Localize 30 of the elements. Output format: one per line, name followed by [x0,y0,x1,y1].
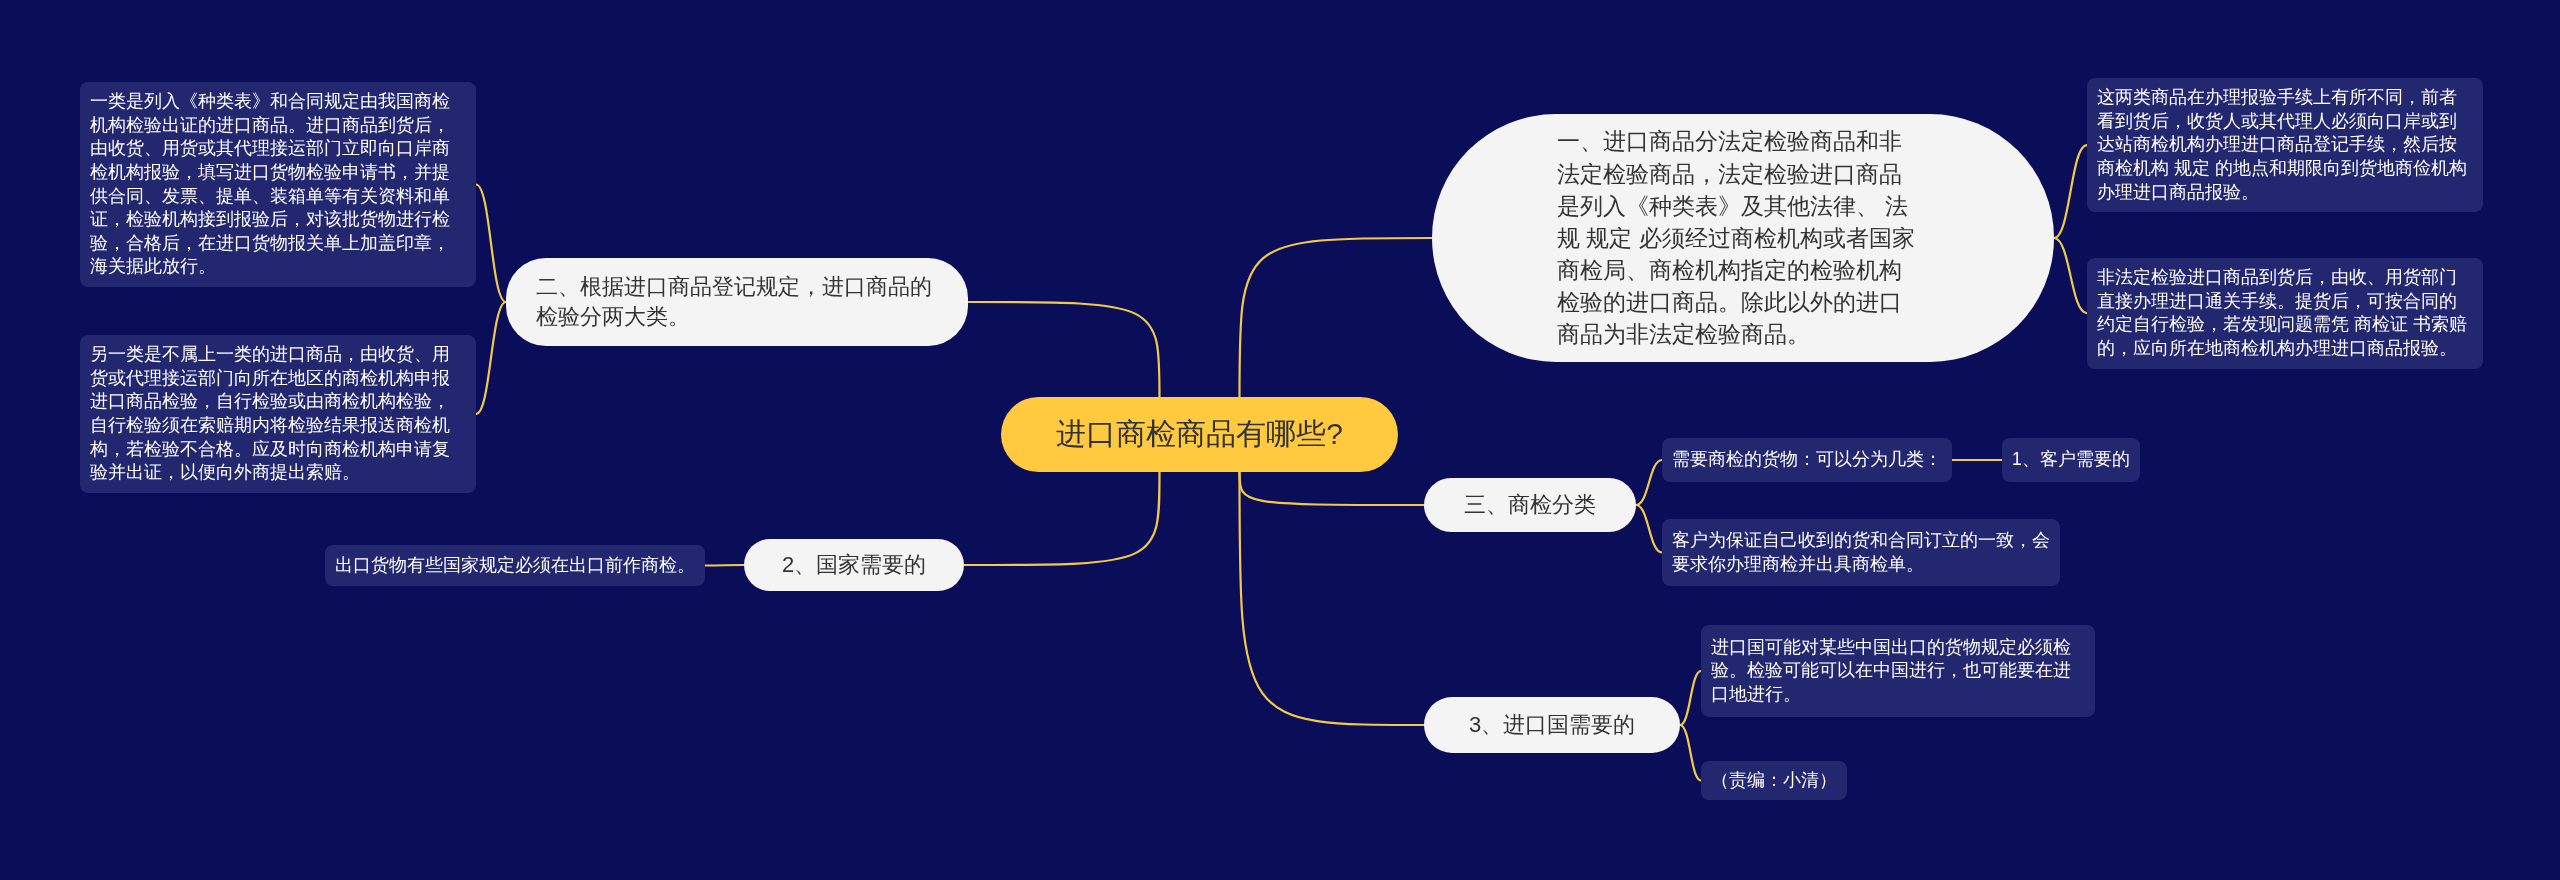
topic-pill: 3、进口国需要的 [1424,697,1680,753]
note-card: 这两类商品在办理报验手续上有所不同，前者看到货后，收货人或其代理人必须向口岸或到达站商检机构办理进口商品登记手续，然后按商检机构 规定 的地点和期限向到货地商俭机构办理进口商品报验。 [2087,78,2483,213]
connector-line [475,301,507,415]
topic-pill: 一、进口商品分法定检验商品和非法定检验商品，法定检验进口商品是列入《种类表》及其他法律、 法规 规定 必须经过商检机构或者国家商检局、商检机构指定的检验机构检验的进口商品。除此以外的进口商品为非法定检验商品。 [1432,114,2054,362]
topic-pill: 二、根据进口商品登记规定，进口商品的检验分两大类。 [506,258,968,346]
connector-line [1238,472,1424,727]
note-card: 出口货物有些国家规定必须在出口前作商检。 [325,545,705,586]
central-topic: 进口商检商品有哪些? [1001,397,1398,472]
connector-line [705,563,744,567]
connector-line [1679,670,1702,726]
note-card: 另一类是不属上一类的进口商品，由收货、用货或代理接运部门向所在地区的商检机构申报进口商品检验，自行检验或由商检机构检验，自行检验须在索赔期内将检验结果报送商检机构，若检验不合格。应及时向商检机构申请复验并出证，以便向外商提出索赔。 [80,335,476,493]
connector-line [1952,458,2002,462]
connector-line [964,472,1161,567]
note-card: 1、客户需要的 [2002,438,2140,482]
connector-line [1679,724,1702,782]
note-card: 一类是列入《种类表》和合同规定由我国商检机构检验出证的进口商品。进口商品到货后，由收货、用货或其代理接运部门立即向口岸商检机构报验，填写进口货物检验申请书，并提供合同、发票、提单、装箱单等有关资料和单证，检验机构接到报验后，对该批货物进行检验，合格后，在进口货物报关单上加盖印章，海关据此放行。 [80,82,476,287]
connector-line [1238,236,1432,397]
connector-line [2053,236,2088,315]
connector-line [1635,458,1663,507]
connector-line [2053,144,2088,239]
connector-line [475,183,507,303]
note-card: 需要商检的货物：可以分为几类： [1662,438,1952,482]
note-card: （责编：小清） [1701,761,1847,800]
topic-pill: 三、商检分类 [1424,478,1636,532]
note-card: 非法定检验进口商品到货后，由收、用货部门直接办理进口通关手续。提货后，可按合同的约定自行检验，若发现问题需凭 商检证 书索赔的，应向所在地商检机构办理进口商品报验。 [2087,258,2483,369]
connector-line [1635,503,1663,554]
note-card: 进口国可能对某些中国出口的货物规定必须检验。检验可能可以在中国进行，也可能要在进口地进行。 [1701,625,2095,717]
note-card: 客户为保证自己收到的货和合同订立的一致，会要求你办理商检并出具商检单。 [1662,519,2060,586]
connector-line [968,300,1161,397]
topic-pill: 2、国家需要的 [744,539,964,591]
